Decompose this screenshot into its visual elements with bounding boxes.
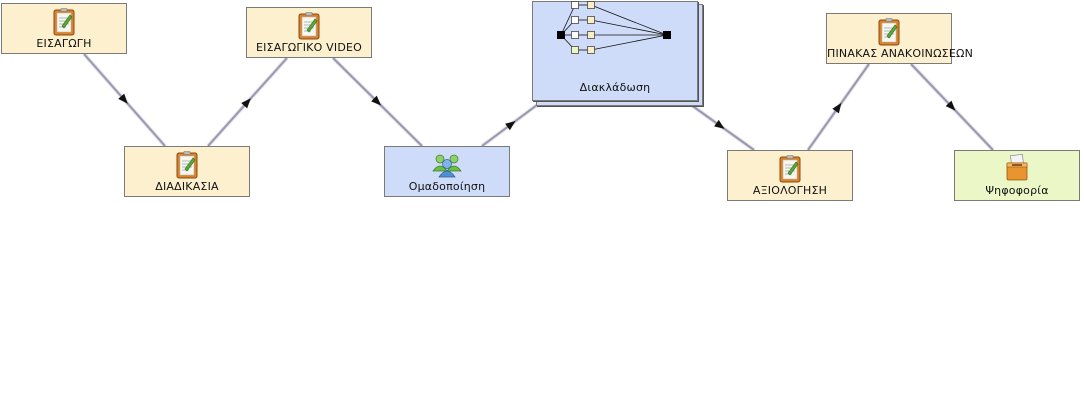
activity-voting-label: Ψηφοφορία [985,184,1049,197]
activity-noticeboard-label: ΠΙΝΑΚΑΣ ΑΝΑΚΟΙΝΩΣΕΩΝ [827,47,974,60]
transition-arrowhead [118,93,128,104]
ballot-box-icon [1006,154,1028,181]
transition-arrowhead [714,119,725,129]
activity-intro-video-label: ΕΙΣΑΓΩΓΙΚΟ VIDEO [256,41,362,54]
grouping-activity[interactable]: Ομαδοποίηση [384,146,510,197]
activity-noticeboard[interactable]: ΠΙΝΑΚΑΣ ΑΝΑΚΟΙΝΩΣΕΩΝ [826,13,974,64]
activity-intro-label: ΕΙΣΑΓΩΓΗ [36,37,92,50]
activity-evaluation[interactable]: ΑΞΙΟΛΟΓΗΣΗ [727,150,853,201]
activity-evaluation-label: ΑΞΙΟΛΟΓΗΣΗ [752,184,828,197]
transition-intro_video-to-grouping[interactable] [331,56,424,148]
transition-grouping-to-branching[interactable] [480,100,543,148]
grouping-activity-label: Ομαδοποίηση [408,180,486,193]
transition-arrowhead [945,100,956,111]
people-group-icon [432,154,462,178]
activity-intro-video[interactable]: ΕΙΣΑΓΩΓΙΚΟ VIDEO [246,7,372,58]
activity-intro[interactable]: ΕΙΣΑΓΩΓΗ [1,3,127,54]
branching-activity[interactable]: Διακλάδωση [532,1,698,101]
notebook-icon [298,12,320,40]
branching-diagram-icon [557,1,671,54]
transition-evaluation-to-noticeboard[interactable] [806,62,871,152]
transition-noticeboard-to-voting[interactable] [909,62,995,152]
activity-procedure[interactable]: ΔΙΑΔΙΚΑΣΙΑ [124,146,250,197]
transition-procedure-to-intro_video[interactable] [206,56,289,148]
transition-arrowhead [241,98,251,109]
transition-branching-to-evaluation[interactable] [685,100,756,152]
activity-procedure-label: ΔΙΑΔΙΚΑΣΙΑ [155,180,219,193]
notebook-icon [878,18,900,46]
activity-voting[interactable]: Ψηφοφορία [954,150,1080,201]
transition-intro-to-procedure[interactable] [82,52,167,148]
transition-arrowhead [832,102,842,114]
notebook-icon [53,8,75,36]
branching-activity-label: Διακλάδωση [579,81,651,94]
notebook-icon [779,155,801,183]
notebook-icon [176,151,198,179]
transition-arrowhead [371,95,382,106]
transition-arrowhead [505,121,516,131]
